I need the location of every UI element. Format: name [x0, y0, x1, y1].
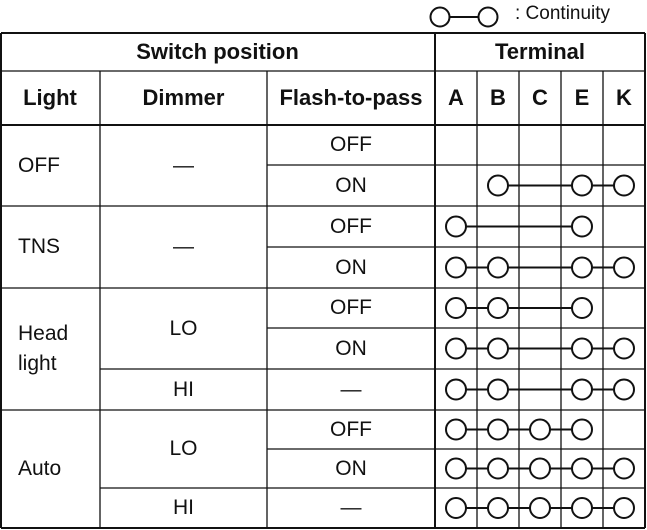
header-terminal-c: C — [532, 85, 548, 110]
header-terminal-e: E — [574, 85, 590, 110]
header-terminal-b: B — [490, 85, 506, 110]
header-terminal-k: K — [616, 85, 632, 110]
header-terminal-a: A — [448, 85, 464, 110]
dimmer-cell: — — [173, 153, 194, 177]
flash-to-pass-cell: — — [340, 377, 362, 401]
terminal-node-k — [613, 256, 635, 279]
terminal-node-a — [445, 418, 467, 441]
flash-to-pass-cell: ON — [335, 336, 367, 360]
header-light: Light — [23, 85, 77, 110]
terminal-node-k — [613, 337, 635, 360]
terminal-node-a — [445, 297, 467, 319]
terminal-node-e — [571, 497, 593, 519]
flash-to-pass-cell: OFF — [330, 133, 372, 156]
terminal-node-b — [487, 174, 509, 197]
terminal-node-e — [571, 457, 593, 480]
header-switch-position: Switch position — [136, 39, 299, 64]
flash-to-pass-cell: OFF — [330, 417, 372, 441]
terminal-node-c — [529, 497, 551, 519]
terminal-node-e — [571, 256, 593, 279]
flash-to-pass-cell: OFF — [330, 214, 372, 238]
terminal-node-c — [529, 418, 551, 441]
dimmer-cell: — — [173, 235, 194, 258]
flash-to-pass-cell: ON — [335, 255, 367, 279]
terminal-node-e — [571, 418, 593, 441]
flash-to-pass-cell: ON — [335, 173, 367, 197]
terminal-node-e — [571, 297, 593, 319]
flash-to-pass-cell: — — [340, 496, 362, 519]
continuity-connector-icon — [429, 6, 499, 28]
terminal-node-b — [487, 418, 509, 441]
terminal-node-e — [571, 337, 593, 360]
dimmer-cell: LO — [169, 437, 198, 460]
terminal-node-b — [487, 497, 509, 519]
light-cell-auto: Auto — [18, 457, 62, 480]
dimmer-cell: LO — [169, 316, 198, 340]
terminal-node-b — [487, 378, 509, 401]
terminal-node-b — [487, 256, 509, 279]
flash-to-pass-cell: OFF — [330, 296, 372, 319]
terminal-node-c — [529, 457, 551, 480]
continuity-legend: : Continuity — [420, 2, 647, 30]
terminal-node-a — [445, 457, 467, 480]
dimmer-cell: HI — [173, 377, 194, 401]
flash-to-pass-cell: ON — [335, 456, 367, 480]
terminal-node-a — [445, 497, 467, 519]
terminal-node-a — [445, 215, 467, 238]
terminal-node-e — [571, 215, 593, 238]
terminal-node-e — [571, 378, 593, 401]
terminal-node-k — [613, 378, 635, 401]
light-cell-tns: TNS — [18, 235, 60, 258]
terminal-node-k — [613, 457, 635, 480]
terminal-node-k — [613, 174, 635, 197]
header-dimmer: Dimmer — [142, 85, 225, 110]
dimmer-cell: HI — [173, 496, 194, 519]
terminal-node-a — [445, 337, 467, 360]
light-cell-headlight: Head light — [18, 322, 69, 375]
terminal-node-b — [487, 457, 509, 480]
terminal-node-a — [445, 378, 467, 401]
terminal-node-b — [487, 337, 509, 360]
header-flash-to-pass: Flash-to-pass — [279, 85, 423, 110]
terminal-node-k — [613, 497, 635, 519]
legend-text: : Continuity — [515, 3, 611, 24]
terminal-node-b — [487, 297, 509, 319]
header-terminal: Terminal — [494, 39, 586, 64]
terminal-node-a — [445, 256, 467, 279]
light-cell-off: OFF — [18, 153, 60, 177]
terminal-node-e — [571, 174, 593, 197]
